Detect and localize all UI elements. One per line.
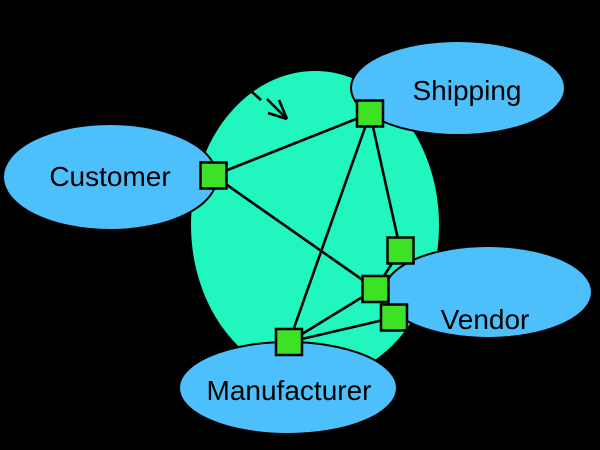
- vendor-node-label: Vendor: [441, 304, 530, 335]
- edge-vendor-lower-manufacturer[interactable]: [288, 316, 395, 344]
- dashed-arrow-icon[interactable]: [251, 91, 289, 121]
- shipping-node-label: Shipping: [413, 75, 522, 106]
- vendor-lower-port-square[interactable]: [379, 303, 409, 332]
- shipping-node-ellipse[interactable]: [350, 40, 566, 136]
- edge-shipping-vendor-upper[interactable]: [368, 113, 402, 251]
- edge-customer-vendor-middle[interactable]: [212, 174, 377, 291]
- vendor-middle-port-square[interactable]: [361, 274, 390, 304]
- vendor-upper-port-square[interactable]: [386, 236, 415, 265]
- shipping-port-square[interactable]: [355, 99, 385, 128]
- customer-node-label: Customer: [49, 161, 170, 192]
- edge-shipping-manufacturer[interactable]: [287, 113, 372, 343]
- edge-vendor-middle-manufacturer[interactable]: [288, 287, 377, 344]
- manufacturer-node-label: Manufacturer: [207, 375, 372, 406]
- edge-customer-shipping[interactable]: [213, 112, 371, 177]
- customer-port-square[interactable]: [199, 161, 228, 190]
- manufacturer-port-square[interactable]: [274, 327, 304, 357]
